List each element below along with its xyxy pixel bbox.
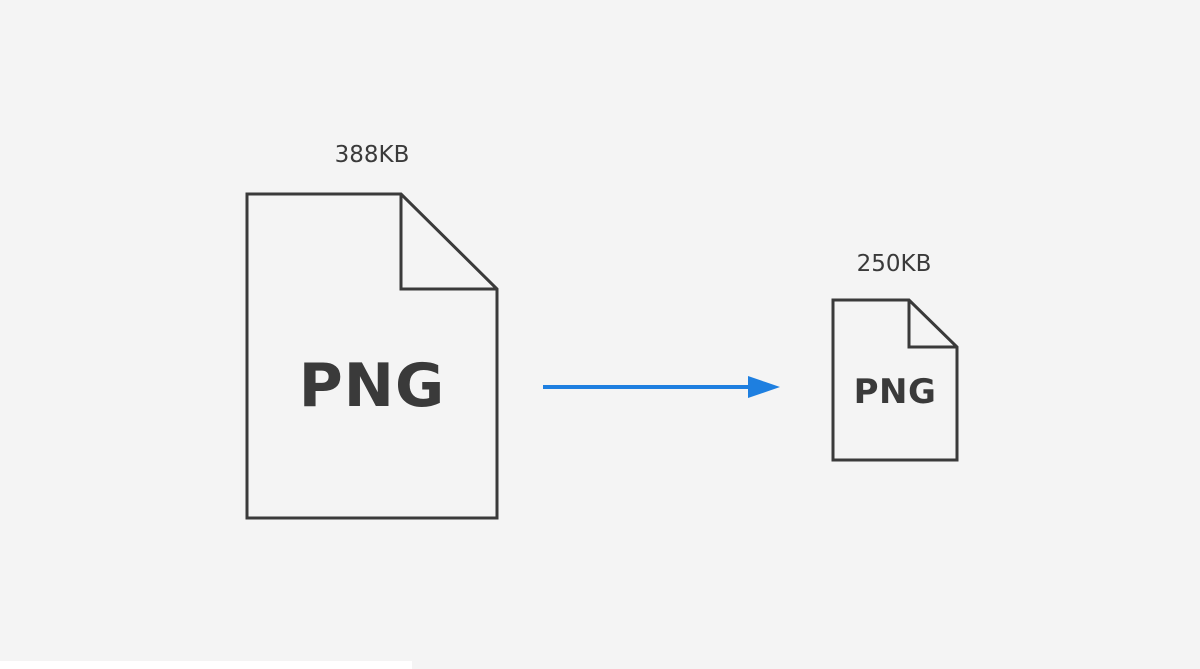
original-file: 388KB PNG <box>245 142 499 520</box>
arrow-right-icon <box>543 376 780 398</box>
original-file-fold <box>399 194 497 291</box>
original-file-outline <box>245 192 499 520</box>
compressed-file-format: PNG <box>854 372 937 412</box>
arrow-head <box>748 376 780 398</box>
compressed-file-fold <box>907 300 957 349</box>
bottom-strip <box>0 661 412 669</box>
compressed-file-outline <box>831 298 959 462</box>
original-file-format: PNG <box>299 351 445 421</box>
original-file-document-icon <box>245 192 499 520</box>
original-file-size: 388KB <box>335 142 410 168</box>
compressed-file-size: 250KB <box>857 251 932 277</box>
compressed-file: 250KB PNG <box>831 251 959 462</box>
compressed-file-document-icon <box>831 298 959 462</box>
